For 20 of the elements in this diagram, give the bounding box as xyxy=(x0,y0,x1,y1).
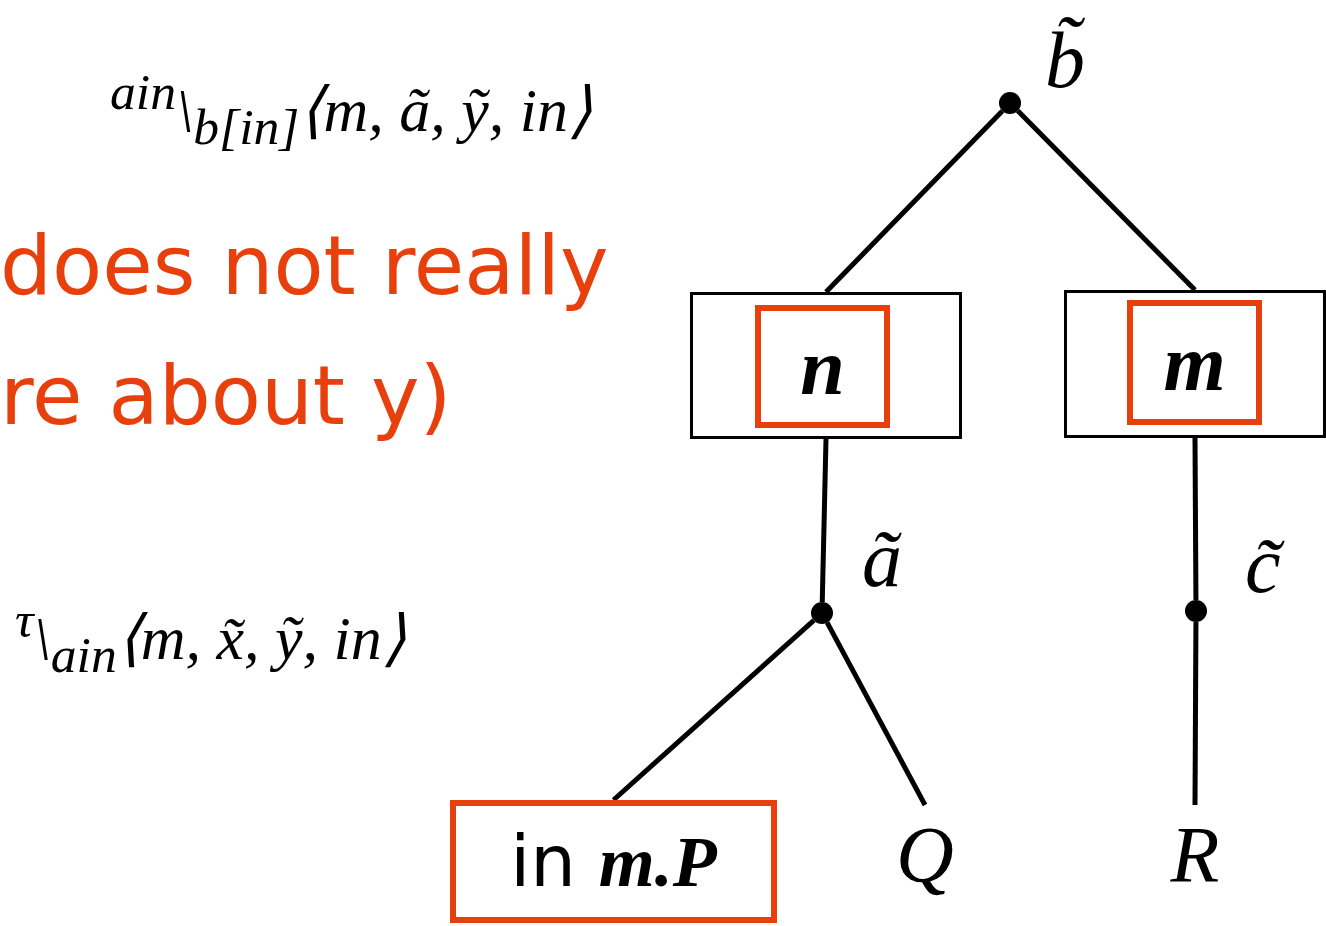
highlight-box: n xyxy=(755,305,890,428)
tree-branch xyxy=(824,109,1005,294)
tree-branch xyxy=(611,618,816,802)
frame-box xyxy=(1064,290,1326,438)
tree-branch xyxy=(1015,109,1197,292)
formula-text: $^{τ}$\$_{ain}$⟨m, x̃, ỹ, in⟩ xyxy=(15,590,406,685)
formula-text: $^{ain}$\$_{b[in]}$⟨m, ã, ỹ, in⟩ xyxy=(110,62,592,157)
leaf-label: Q xyxy=(890,805,960,905)
highlight-box: m xyxy=(1127,300,1262,425)
node-label: ã xyxy=(862,520,902,600)
leaf-label: R xyxy=(1160,805,1230,905)
frame-box xyxy=(690,292,962,439)
tree-branch xyxy=(1192,622,1199,805)
tree-node-dot xyxy=(1185,600,1207,622)
highlight-box: in m.P xyxy=(450,800,777,923)
tree-branch xyxy=(825,621,928,807)
tree-branch xyxy=(819,438,829,603)
tree-branch xyxy=(1192,438,1199,600)
tree-node-dot xyxy=(811,602,833,624)
tree-node-dot xyxy=(999,92,1021,114)
